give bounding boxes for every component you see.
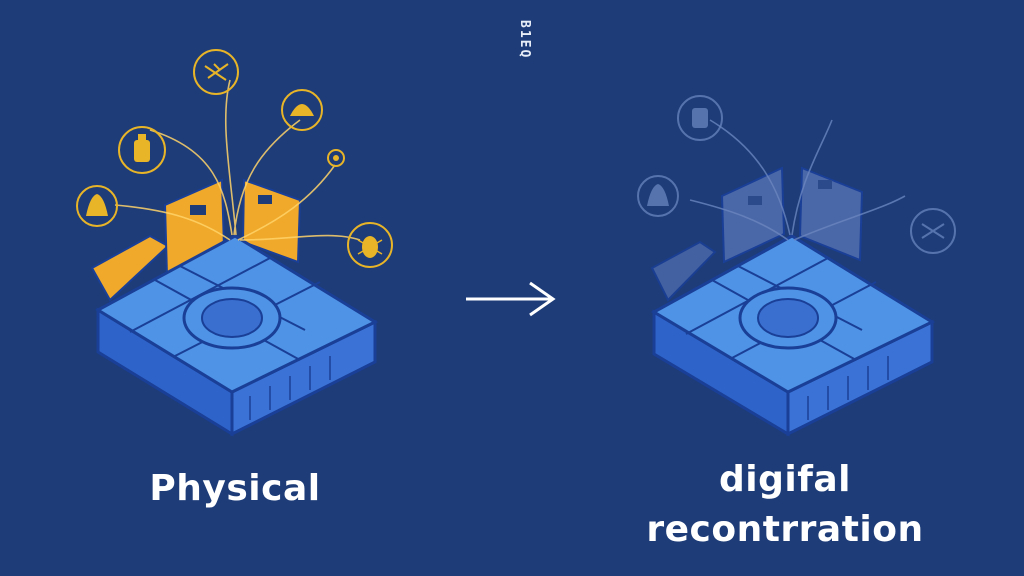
digital-caption-line1: digifal <box>718 459 851 500</box>
top-mark: B1EQ <box>517 20 532 60</box>
digital-tile-side-stripes <box>807 356 889 420</box>
tile-side-stripes <box>249 356 331 420</box>
physical-caption: Physical <box>149 468 321 509</box>
ghost-bottle-icon <box>677 95 723 141</box>
panel-screen-right <box>258 195 272 204</box>
physical-tile-group <box>76 49 393 437</box>
digital-caption-line2: recontrration <box>646 509 924 550</box>
ghost-screen-left <box>748 196 762 205</box>
center-disc <box>201 298 263 338</box>
gear-icon <box>327 149 345 167</box>
digital-connector-lines <box>689 119 906 241</box>
bottle-icon <box>118 126 166 174</box>
digital-center-disc <box>757 298 819 338</box>
panel-screen-left <box>190 205 206 215</box>
ghost-ledge <box>650 240 717 302</box>
ghost-tools-icon <box>910 208 956 254</box>
ghost-bell-icon <box>637 175 679 217</box>
connector-lines <box>114 79 361 241</box>
digital-caption: digifal recontrration <box>620 455 950 555</box>
tools-icon <box>193 49 239 95</box>
ghost-panel-left <box>720 166 786 264</box>
gold-panel-right <box>241 178 302 264</box>
ghost-screen-right <box>818 180 832 189</box>
arrow-right-icon <box>466 281 556 317</box>
bell-icon <box>76 185 118 227</box>
ghost-panel-right <box>798 166 864 262</box>
bug-icon <box>347 222 393 268</box>
digital-tile-group <box>637 95 956 437</box>
hat-icon <box>281 89 323 131</box>
